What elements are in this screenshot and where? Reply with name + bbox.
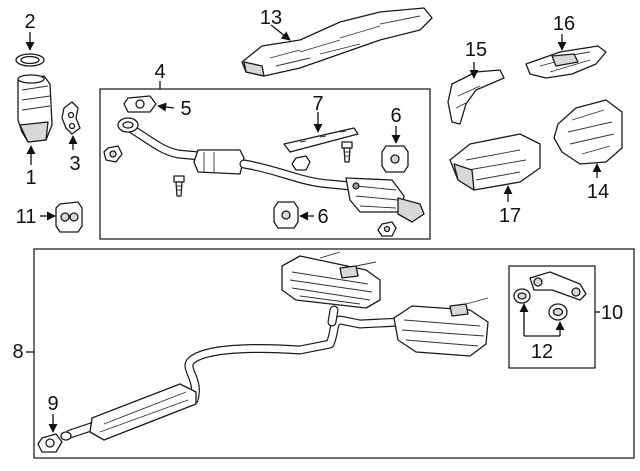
- callout-13: 13: [260, 7, 282, 29]
- part-5-gasket: [123, 95, 157, 113]
- callout-4: 4: [154, 61, 165, 83]
- leader-13: [270, 24, 291, 41]
- part-14-heat-shield: [553, 99, 623, 165]
- part-11-hanger: [55, 201, 83, 233]
- part-10-hanger-bracket: [529, 271, 587, 301]
- callout-7: 7: [312, 93, 323, 115]
- callout-11: 11: [16, 206, 37, 228]
- callout-10: 10: [601, 302, 623, 324]
- group-box-10: [508, 265, 596, 369]
- part-8-muffler-assembly: [60, 251, 489, 441]
- part-6-hanger-upper: [381, 145, 409, 173]
- part-17-heat-shield: [449, 133, 541, 191]
- callout-5: 5: [180, 98, 191, 120]
- fastener-bolt-lower: [173, 175, 185, 197]
- part-6-hanger-lower: [273, 201, 299, 229]
- callout-9: 9: [47, 393, 58, 415]
- callout-17: 17: [499, 205, 521, 227]
- callout-6-lower: 6: [317, 206, 328, 228]
- group-box-4: [99, 88, 431, 240]
- fastener-nut-mid: [291, 155, 311, 171]
- group-box-8: [33, 248, 635, 459]
- callout-8: 8: [12, 341, 23, 363]
- part-12-insulator-right: [548, 303, 568, 321]
- callout-12: 12: [531, 341, 553, 363]
- fastener-nut-right: [377, 221, 397, 237]
- callout-15: 15: [465, 39, 487, 61]
- callout-3: 3: [69, 153, 80, 175]
- part-16-heat-shield: [525, 45, 607, 79]
- part-7-bracket: [283, 127, 359, 153]
- callout-6-upper: 6: [390, 105, 401, 127]
- fastener-nut-left: [103, 145, 123, 163]
- callout-16: 16: [553, 13, 575, 35]
- part-15-heat-shield: [447, 69, 505, 125]
- part-13-heat-shield: [241, 7, 433, 77]
- fastener-bolt-mid: [341, 141, 353, 163]
- part-4-front-pipe: [117, 117, 425, 223]
- callout-14: 14: [587, 181, 609, 203]
- leader-5: [157, 102, 175, 112]
- part-3-bracket: [61, 101, 81, 135]
- callout-2: 2: [24, 11, 35, 33]
- part-2-gasket: [15, 53, 45, 67]
- part-9-gasket: [37, 433, 63, 453]
- part-1-catalytic-converter: [17, 74, 53, 143]
- callout-1: 1: [25, 167, 36, 189]
- part-12-insulator-left: [513, 288, 531, 304]
